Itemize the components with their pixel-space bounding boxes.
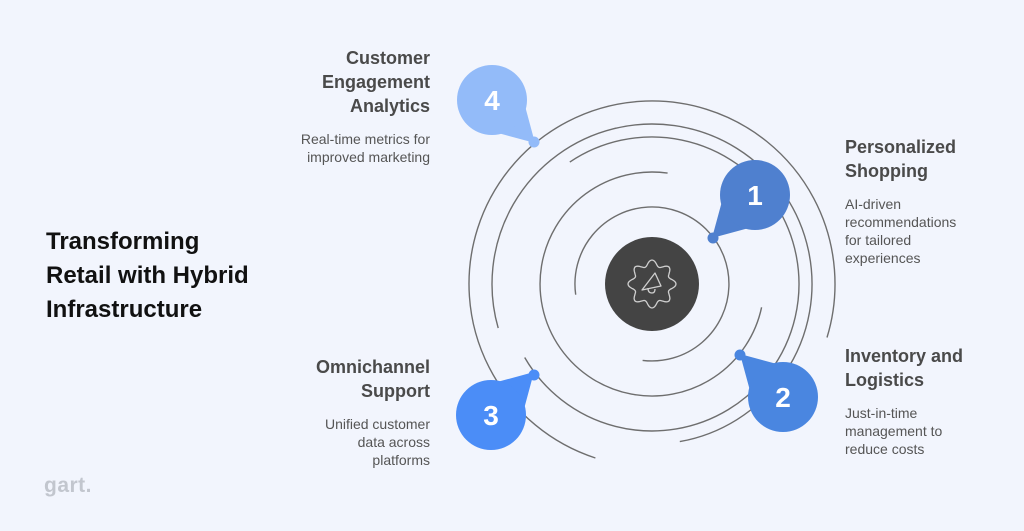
step-2-heading-line: Logistics xyxy=(845,370,925,390)
step-2-desc-line: Just-in-time xyxy=(845,405,918,421)
step-4-bubble-tail xyxy=(499,107,535,143)
arc-ring-1 xyxy=(574,206,730,362)
step-3-heading-line: Support xyxy=(361,381,430,401)
megaphone-handle-icon xyxy=(647,287,656,294)
step-1-heading-line: Shopping xyxy=(845,161,928,181)
brand-logo: gart. xyxy=(44,474,93,497)
step-2-desc-line: reduce costs xyxy=(845,441,925,457)
step-2-bubble xyxy=(748,362,818,432)
step-3-bubble xyxy=(456,380,526,450)
center-hub xyxy=(605,237,699,331)
step-1-desc-line: AI-driven xyxy=(845,196,902,212)
step-4-heading-line: Analytics xyxy=(349,96,430,116)
step-4-desc-line: Real-time metrics for xyxy=(300,131,430,147)
step-4-bubble-number: 4 xyxy=(484,85,500,116)
step-3-heading-line: Omnichannel xyxy=(315,357,430,377)
step-1-desc-line: for tailored xyxy=(845,232,912,248)
step-2-bubble-tail xyxy=(740,354,776,390)
step-4-text: Customer Engagement Analytics Real-time … xyxy=(250,46,430,166)
title-line: Transforming xyxy=(46,228,200,255)
step-1-heading-line: Personalized xyxy=(845,137,957,157)
step-2-bubble-number: 2 xyxy=(775,382,791,413)
step-1-bubble-number: 1 xyxy=(747,180,763,211)
title-line: Retail with Hybrid xyxy=(46,262,249,289)
arc-ring-3 xyxy=(524,136,800,432)
step-2-text: Inventory and Logistics Just-in-time man… xyxy=(845,344,1005,458)
arc-ring-2 xyxy=(539,171,763,397)
step-1-bubble xyxy=(720,160,790,230)
page-title: Transforming Retail with Hybrid Infrastr… xyxy=(46,225,326,327)
gear-icon xyxy=(627,259,677,309)
step-1-bubble-tail xyxy=(712,202,748,238)
step-4-heading-line: Engagement xyxy=(321,72,430,92)
step-2-desc-line: management to xyxy=(845,423,943,439)
step-3-desc-line: data across xyxy=(357,434,430,450)
megaphone-icon xyxy=(641,272,662,291)
step-3-desc-line: Unified customer xyxy=(324,416,430,432)
step-4-heading-line: Customer xyxy=(345,48,430,68)
step-1-desc-line: experiences xyxy=(845,250,921,266)
step-3-bubble-number: 3 xyxy=(483,400,499,431)
title-line: Infrastructure xyxy=(46,296,203,323)
step-2-heading-line: Inventory and xyxy=(845,346,964,366)
step-3-text: Omnichannel Support Unified customer dat… xyxy=(250,355,430,469)
step-1-desc-line: recommendations xyxy=(845,214,957,230)
step-4-desc-line: improved marketing xyxy=(307,149,430,165)
step-3-bubble-tail xyxy=(498,372,534,408)
step-3-desc-line: platforms xyxy=(372,452,430,468)
step-4-bubble xyxy=(457,65,527,135)
arc-ring-4 xyxy=(468,100,836,459)
step-1-text: Personalized Shopping AI-driven recommen… xyxy=(845,135,1005,267)
